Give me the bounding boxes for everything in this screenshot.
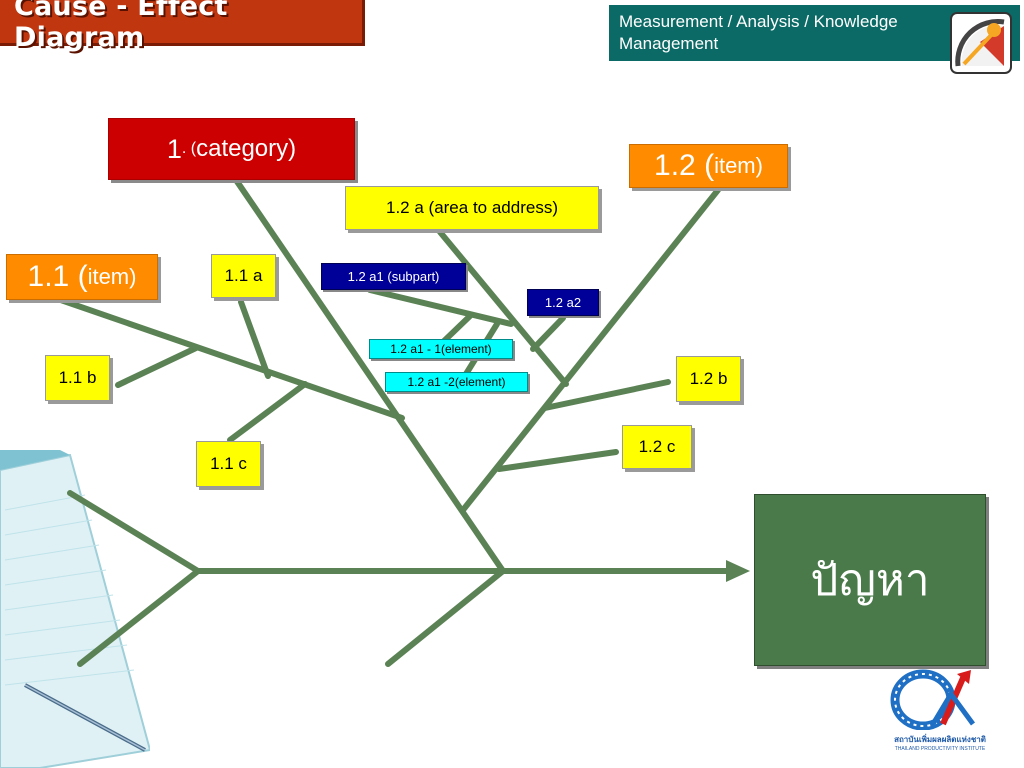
item-1-1-box: 1.1 (item) (6, 254, 158, 300)
item-1-2-label: item) (714, 153, 763, 178)
element-1-box: 1.2 a1 - 1(element) (369, 339, 513, 359)
problem-label: ปัญหา (810, 556, 930, 605)
problem-box: ปัญหา (754, 494, 986, 666)
area-1-2-a-box: 1.2 a (area to address) (345, 186, 599, 230)
category-bone (233, 177, 506, 574)
category-box: 1. (category) (108, 118, 355, 180)
item-1-2-number: 1.2 ( (654, 149, 715, 182)
logo-mark-icon (890, 669, 976, 731)
logo-text-english: THAILAND PRODUCTIVITY INSTITUTE (894, 746, 986, 752)
item-1-1-label: item) (87, 264, 137, 289)
area-1-2-a-bone (437, 229, 569, 387)
subpart-1-2-a2-box: 1.2 a2 (527, 289, 599, 316)
logo-text-thai: สถาบันเพิ่มผลผลิตแห่งชาติ (894, 735, 986, 744)
institute-logo: สถาบันเพิ่มผลผลิตแห่งชาติ THAILAND PRODU… (885, 664, 995, 754)
item-1-2-box: 1.2 (item) (629, 144, 788, 188)
spine-arrowhead (726, 560, 750, 582)
notepad-illustration (0, 450, 150, 768)
item-1-2-bone (460, 187, 721, 513)
category-number: 1 (166, 133, 182, 164)
gauge-icon (950, 12, 1012, 74)
subpart-1-2-a1-box: 1.2 a1 (subpart) (321, 263, 466, 290)
page-title: Cause - Effect Diagram (0, 0, 365, 53)
item-1-1-bone (52, 295, 405, 421)
category-label: category) (196, 135, 297, 162)
area-1-2-b-box: 1.2 b (676, 356, 741, 402)
element-2-box: 1.2 a1 -2(element) (385, 372, 528, 392)
area-1-2-c-box: 1.2 c (622, 425, 692, 469)
area-1-1-c-box: 1.1 c (196, 441, 261, 487)
category-suffix: . ( (181, 140, 197, 157)
area-1-1-a-box: 1.1 a (211, 254, 276, 298)
bone-lines (52, 177, 731, 667)
area-1-1-b-box: 1.1 b (45, 355, 110, 401)
item-1-1-number: 1.1 ( (27, 260, 88, 293)
section-header-text: Measurement / Analysis / Knowledge Manag… (619, 12, 898, 53)
